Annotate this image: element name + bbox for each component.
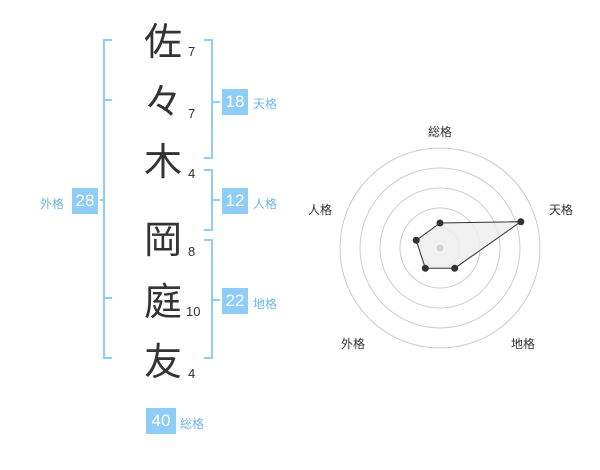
stroke-count-5: 10 xyxy=(186,304,201,319)
radar-label-soukaku: 総格 xyxy=(428,125,453,139)
radar-point-jinkaku xyxy=(412,236,420,244)
chikaku-label: 地格 xyxy=(253,297,278,311)
radar-ring xyxy=(359,167,521,329)
stroke-count-3: 4 xyxy=(188,166,196,181)
name-char-1: 佐 xyxy=(143,20,182,64)
radar-ring xyxy=(379,187,501,309)
radar-points xyxy=(412,218,525,272)
stroke-count-1: 7 xyxy=(188,44,196,59)
radar-label-tenkaku: 天格 xyxy=(549,203,574,217)
soukaku-badge: 40 xyxy=(146,408,176,434)
stroke-count-6: 4 xyxy=(188,366,196,381)
radar-label-jinkaku: 人格 xyxy=(308,203,333,217)
name-char-4: 岡 xyxy=(143,218,182,262)
chikaku-badge: 22 xyxy=(222,288,248,314)
radar-point-soukaku xyxy=(436,219,444,227)
gaikaku-badge: 28 xyxy=(72,188,98,214)
jinkaku-badge: 12 xyxy=(222,188,248,214)
name-char-2: 々 xyxy=(143,80,182,124)
jinkaku-label: 人格 xyxy=(253,197,278,211)
name-char-5: 庭 xyxy=(143,280,182,324)
name-char-6: 友 xyxy=(143,340,182,384)
radar-point-tenkaku xyxy=(517,218,525,226)
stroke-count-2: 7 xyxy=(188,106,196,121)
radar-center-dot xyxy=(436,244,444,252)
radar-label-gaikaku: 外格 xyxy=(341,337,366,351)
radar-polygon xyxy=(415,221,523,269)
name-char-3: 木 xyxy=(143,140,182,184)
radar-label-chikaku: 地格 xyxy=(511,337,536,351)
radar-ring xyxy=(339,147,541,349)
gaikaku-label: 外格 xyxy=(40,197,65,211)
stroke-count-4: 8 xyxy=(188,244,196,259)
soukaku-label: 総格 xyxy=(180,417,205,431)
tenkaku-label: 天格 xyxy=(253,97,278,111)
tenkaku-badge: 18 xyxy=(222,89,248,115)
radar-point-gaikaku xyxy=(421,264,429,272)
radar-point-chikaku xyxy=(451,264,459,272)
